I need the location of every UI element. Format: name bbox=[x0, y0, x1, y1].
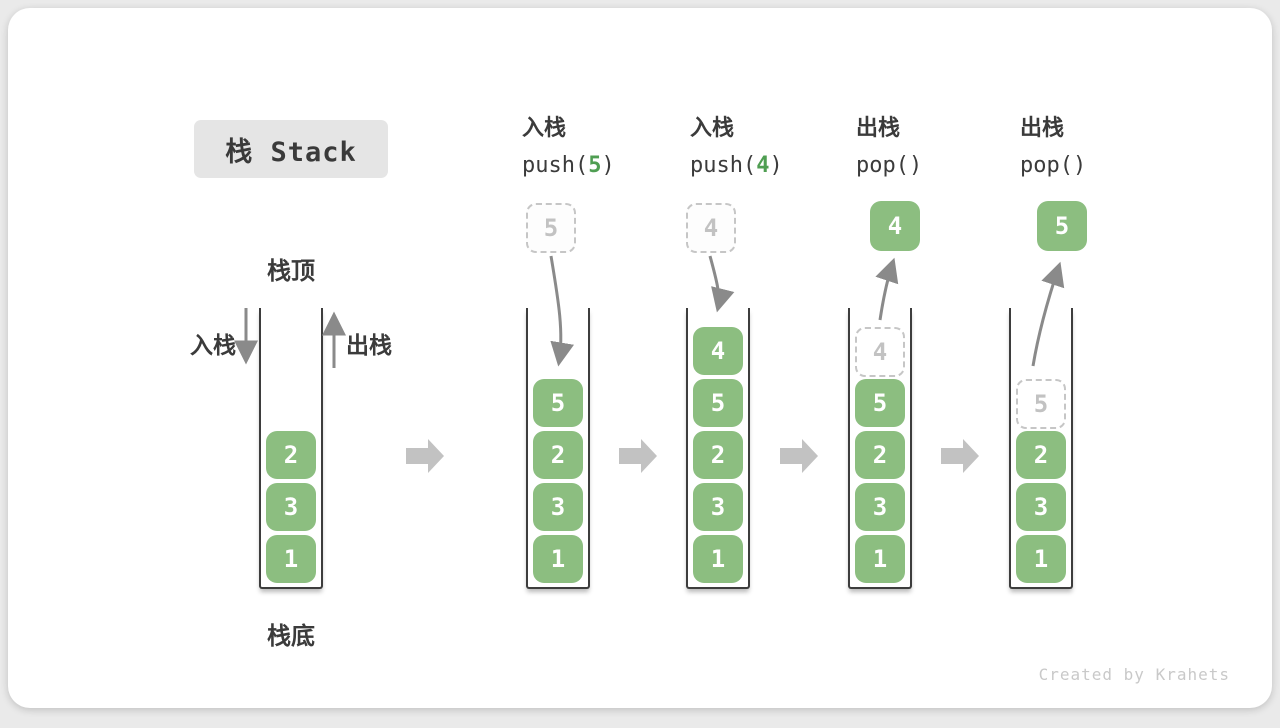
stack-block: 3 bbox=[1016, 483, 1066, 531]
code-prefix: pop( bbox=[856, 153, 909, 178]
stack-block: 2 bbox=[266, 431, 316, 479]
stack-block: 1 bbox=[266, 535, 316, 583]
op-code: pop() bbox=[1020, 147, 1190, 184]
op-name-cn: 入栈 bbox=[690, 116, 735, 141]
op-name-cn: 入栈 bbox=[522, 116, 567, 141]
stack-block: 3 bbox=[855, 483, 905, 531]
op-header-push-5: 入栈 push(5) bbox=[522, 110, 692, 184]
code-prefix: pop( bbox=[1020, 153, 1073, 178]
push-side-label: 入栈 bbox=[190, 333, 236, 359]
push-4-curve-arrow bbox=[708, 255, 735, 313]
stack-block: 5 bbox=[533, 379, 583, 427]
credit-watermark: Created by Krahets bbox=[1038, 665, 1230, 684]
stack-block: 1 bbox=[533, 535, 583, 583]
code-suffix: ) bbox=[601, 153, 615, 178]
stack-block: 2 bbox=[693, 431, 743, 479]
op-header-pop-4: 出栈 pop() bbox=[856, 110, 1026, 184]
op-code: pop() bbox=[856, 147, 1026, 184]
op-header-push-4: 入栈 push(4) bbox=[690, 110, 860, 184]
stack-block: 2 bbox=[533, 431, 583, 479]
op-header-pop-5: 出栈 pop() bbox=[1020, 110, 1190, 184]
code-prefix: push( bbox=[690, 153, 757, 178]
stack-block: 3 bbox=[533, 483, 583, 531]
op-code: push(4) bbox=[690, 147, 860, 184]
removed-slot-box: 4 bbox=[855, 327, 905, 377]
op-name-cn: 出栈 bbox=[856, 116, 901, 141]
stack-block: 2 bbox=[855, 431, 905, 479]
stack-block: 4 bbox=[693, 327, 743, 375]
op-code: push(5) bbox=[522, 147, 692, 184]
popped-value-box: 4 bbox=[870, 201, 920, 251]
incoming-value-box: 4 bbox=[686, 203, 736, 253]
stack-block: 3 bbox=[266, 483, 316, 531]
stack-block: 1 bbox=[693, 535, 743, 583]
code-suffix: ) bbox=[769, 153, 783, 178]
stack-top-label: 栈顶 bbox=[267, 257, 315, 285]
code-prefix: push( bbox=[522, 153, 589, 178]
code-arg: 5 bbox=[588, 153, 602, 178]
incoming-value-box: 5 bbox=[526, 203, 576, 253]
code-suffix: ) bbox=[1072, 153, 1087, 178]
stack-block: 5 bbox=[855, 379, 905, 427]
stack-block: 1 bbox=[855, 535, 905, 583]
pop-side-label: 出栈 bbox=[346, 333, 392, 359]
op-name-cn: 出栈 bbox=[1020, 116, 1065, 141]
removed-slot-box: 5 bbox=[1016, 379, 1066, 429]
stack-block: 3 bbox=[693, 483, 743, 531]
stack-bottom-label: 栈底 bbox=[267, 622, 315, 650]
code-arg: 4 bbox=[756, 153, 770, 178]
diagram-card: 栈 Stack 入栈 push(5) 入栈 push(4) 出栈 pop() 出… bbox=[8, 8, 1272, 708]
stack-block: 2 bbox=[1016, 431, 1066, 479]
stack-block: 5 bbox=[693, 379, 743, 427]
title-badge: 栈 Stack bbox=[194, 120, 388, 178]
stack-block: 1 bbox=[1016, 535, 1066, 583]
popped-value-box: 5 bbox=[1037, 201, 1087, 251]
code-suffix: ) bbox=[908, 153, 923, 178]
